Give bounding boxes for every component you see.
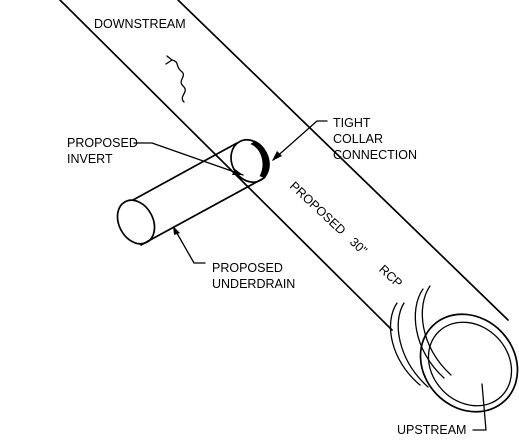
tight-collar-band <box>250 140 269 179</box>
pipe-collar-ring-1 <box>389 302 421 386</box>
pipe-upstream-end-outer <box>419 313 519 413</box>
flow-direction-arrow-icon <box>165 55 186 103</box>
rcp-pipe <box>59 0 519 413</box>
pipe-collar-ring-4 <box>421 285 452 376</box>
underdrain-top-edge <box>132 142 238 201</box>
leader-lines <box>133 120 487 431</box>
underdrain-pipe <box>116 138 270 246</box>
leader-tight-collar <box>272 120 328 161</box>
label-proposed-invert-line2: INVERT <box>67 152 113 166</box>
leader-proposed-underdrain <box>173 227 206 264</box>
label-tight-line2: COLLAR <box>333 132 383 146</box>
pipe-upstream-end-inner <box>427 321 513 407</box>
pipe-collar-ring-2 <box>397 302 429 388</box>
underdrain-cut-end <box>116 199 156 245</box>
label-rcp-type: RCP <box>376 262 405 290</box>
label-proposed-invert-line1: PROPOSED <box>67 136 138 150</box>
rcp-pipe-left-edge <box>59 0 393 331</box>
label-rcp-size: 30" <box>347 235 370 258</box>
label-proposed-underdrain-line1: PROPOSED <box>212 261 283 275</box>
label-downstream: DOWNSTREAM <box>94 17 186 31</box>
leader-tight-collar-arrowhead <box>272 151 282 161</box>
label-tight-line3: CONNECTION <box>333 148 417 162</box>
leader-proposed-invert <box>133 142 244 176</box>
pipe-collar-ring-3 <box>414 288 445 379</box>
underdrain-bottom-edge <box>140 177 265 246</box>
label-tight-line1: TIGHT <box>333 116 371 130</box>
leader-proposed-underdrain-arrowhead <box>173 226 180 235</box>
leader-upstream <box>472 383 487 431</box>
label-upstream: UPSTREAM <box>397 423 466 437</box>
leader-proposed-invert-arrowhead <box>232 169 243 175</box>
label-proposed-underdrain-line2: UNDERDRAIN <box>212 277 295 291</box>
label-rcp-proposed: PROPOSED <box>287 179 348 238</box>
rcp-pipe-right-edge <box>177 0 509 321</box>
